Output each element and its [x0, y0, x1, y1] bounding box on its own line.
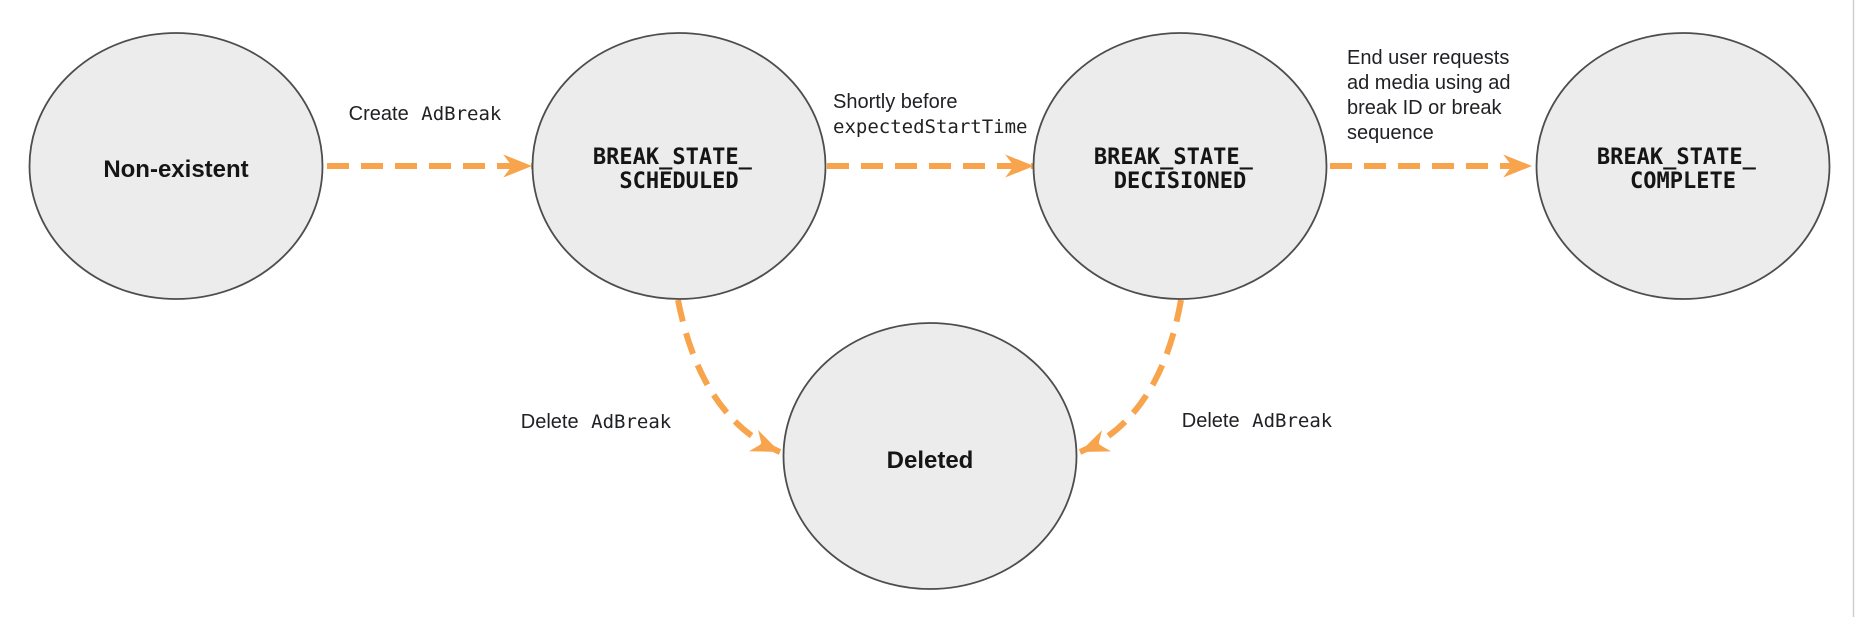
state-label-break-state-complete: BREAK_STATE_ COMPLETE [1597, 145, 1769, 194]
state-node-break-state-complete [1535, 32, 1831, 300]
transition-label-delete-from-scheduled: Delete AdBreak [521, 411, 672, 433]
state-label-break-state-decisioned: BREAK_STATE_ DECISIONED [1094, 145, 1266, 194]
state-label-deleted: Deleted [887, 447, 974, 474]
state-label-break-state-scheduled: BREAK_STATE_ SCHEDULED [593, 145, 765, 194]
arrow-delete-from-scheduled [675, 299, 782, 455]
state-label-non-existent: Non-existent [103, 156, 248, 183]
arrow-delete-from-decisioned [1078, 299, 1184, 455]
transition-label-complete: End user requests ad media using ad brea… [1347, 47, 1516, 144]
transition-label-create-adbreak: Create AdBreak [349, 103, 502, 125]
state-node-break-state-decisioned [1032, 32, 1328, 300]
state-node-deleted [782, 322, 1078, 590]
transition-label-decision-code: expectedStartTime [833, 116, 1027, 138]
state-node-break-state-scheduled [531, 32, 827, 300]
state-node-non-existent [28, 32, 324, 300]
transition-label-delete-from-decisioned: Delete AdBreak [1182, 410, 1333, 432]
transition-label-decision-line1: Shortly before [833, 91, 958, 113]
